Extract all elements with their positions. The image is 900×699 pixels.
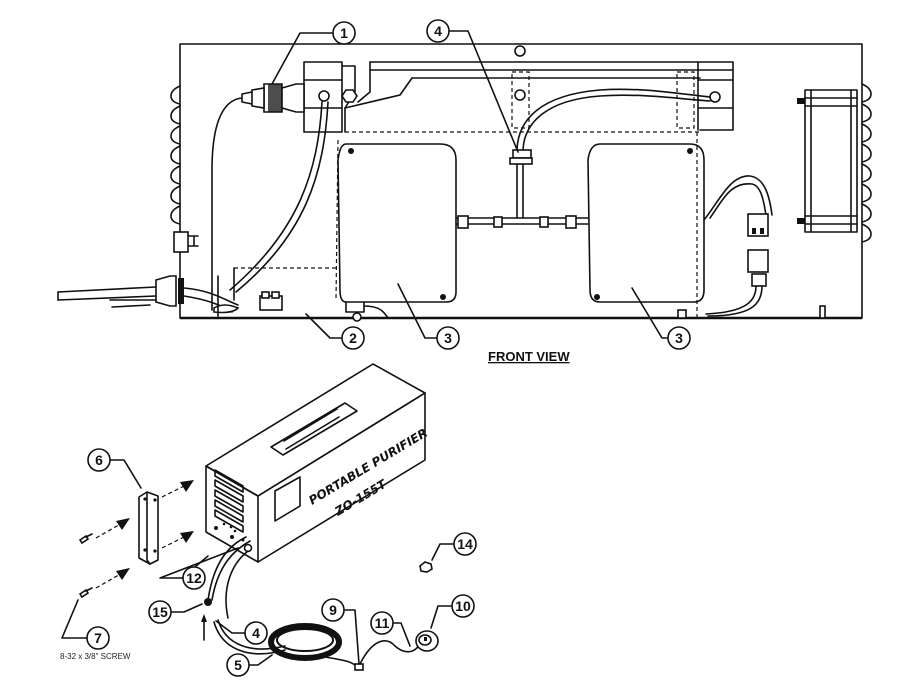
wiring-harness-connector xyxy=(703,175,826,319)
callout-9: 9 xyxy=(321,598,360,665)
svg-text:3: 3 xyxy=(444,330,452,346)
svg-text:5: 5 xyxy=(234,657,242,673)
right-mounted-module xyxy=(797,89,858,233)
callout-14: 14 xyxy=(431,532,477,561)
svg-text:10: 10 xyxy=(455,598,471,614)
svg-text:7: 7 xyxy=(94,630,102,646)
svg-text:2: 2 xyxy=(349,330,357,346)
svg-text:14: 14 xyxy=(457,536,473,552)
assembly-arrows xyxy=(95,480,194,589)
air-pump-right xyxy=(587,132,705,319)
svg-text:11: 11 xyxy=(375,615,390,631)
callout-10: 10 xyxy=(430,594,475,629)
right-vent-fins xyxy=(861,83,872,243)
callout-15: 15 xyxy=(148,600,203,624)
ozone-generator-housing xyxy=(303,45,734,133)
callout-3-left: 3 xyxy=(397,283,460,350)
coiled-tubing xyxy=(268,623,421,671)
callout-12: 12 xyxy=(159,547,239,590)
check-valve-tee xyxy=(455,88,711,229)
portable-purifier-unit: PORTABLE PURIFIER ZO-155T xyxy=(205,363,430,563)
callout-4-top: 4 xyxy=(426,19,519,153)
front-view-caption: FRONT VIEW xyxy=(488,349,570,364)
power-cord-strain-relief xyxy=(57,275,240,314)
svg-text:9: 9 xyxy=(329,602,337,618)
ozone-generator-connector xyxy=(211,83,305,311)
screw-spec-note: 8-32 x 3/8" SCREW xyxy=(60,652,131,661)
callout-3-right: 3 xyxy=(631,287,691,350)
callout-5: 5 xyxy=(226,653,273,677)
callout-1: 1 xyxy=(271,21,356,85)
callout-2: 2 xyxy=(305,313,365,350)
terminal-block xyxy=(259,291,283,311)
callout-11: 11 xyxy=(370,611,411,647)
air-pump-left xyxy=(335,139,457,322)
mounting-screws xyxy=(78,533,93,599)
svg-text:6: 6 xyxy=(95,452,103,468)
svg-text:4: 4 xyxy=(434,23,442,39)
grommet-fitting xyxy=(415,630,439,652)
svg-text:12: 12 xyxy=(186,570,202,586)
mounting-bracket xyxy=(138,491,159,565)
left-vent-fins xyxy=(170,85,181,225)
callout-6: 6 xyxy=(87,448,142,489)
svg-text:1: 1 xyxy=(340,25,348,41)
power-switch xyxy=(173,231,199,253)
front-view-cabinet xyxy=(57,43,872,322)
svg-text:3: 3 xyxy=(675,330,683,346)
hex-nut xyxy=(419,561,433,573)
svg-text:4: 4 xyxy=(252,625,260,641)
callout-4-bottom: 4 xyxy=(215,620,268,645)
callout-7: 7 xyxy=(61,599,110,650)
svg-text:15: 15 xyxy=(152,604,168,620)
